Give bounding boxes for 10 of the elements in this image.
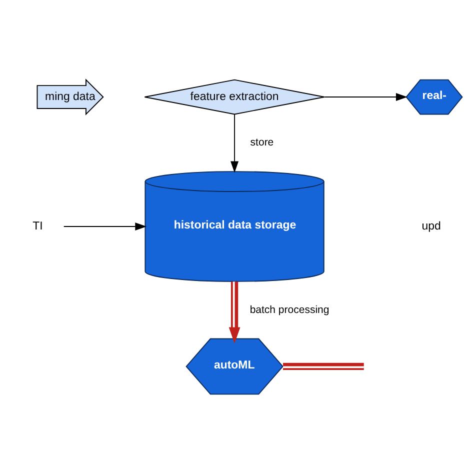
arrow	[230, 114, 239, 173]
arrow	[324, 93, 408, 102]
node-diamond: feature extraction	[144, 79, 325, 115]
connector	[283, 362, 364, 370]
label: upd	[422, 220, 441, 232]
node-text: TI	[32, 220, 43, 232]
edge-label: store	[250, 136, 274, 149]
edge-label: batch processing	[250, 304, 330, 316]
arrow	[63, 222, 147, 230]
arrow	[228, 282, 240, 344]
